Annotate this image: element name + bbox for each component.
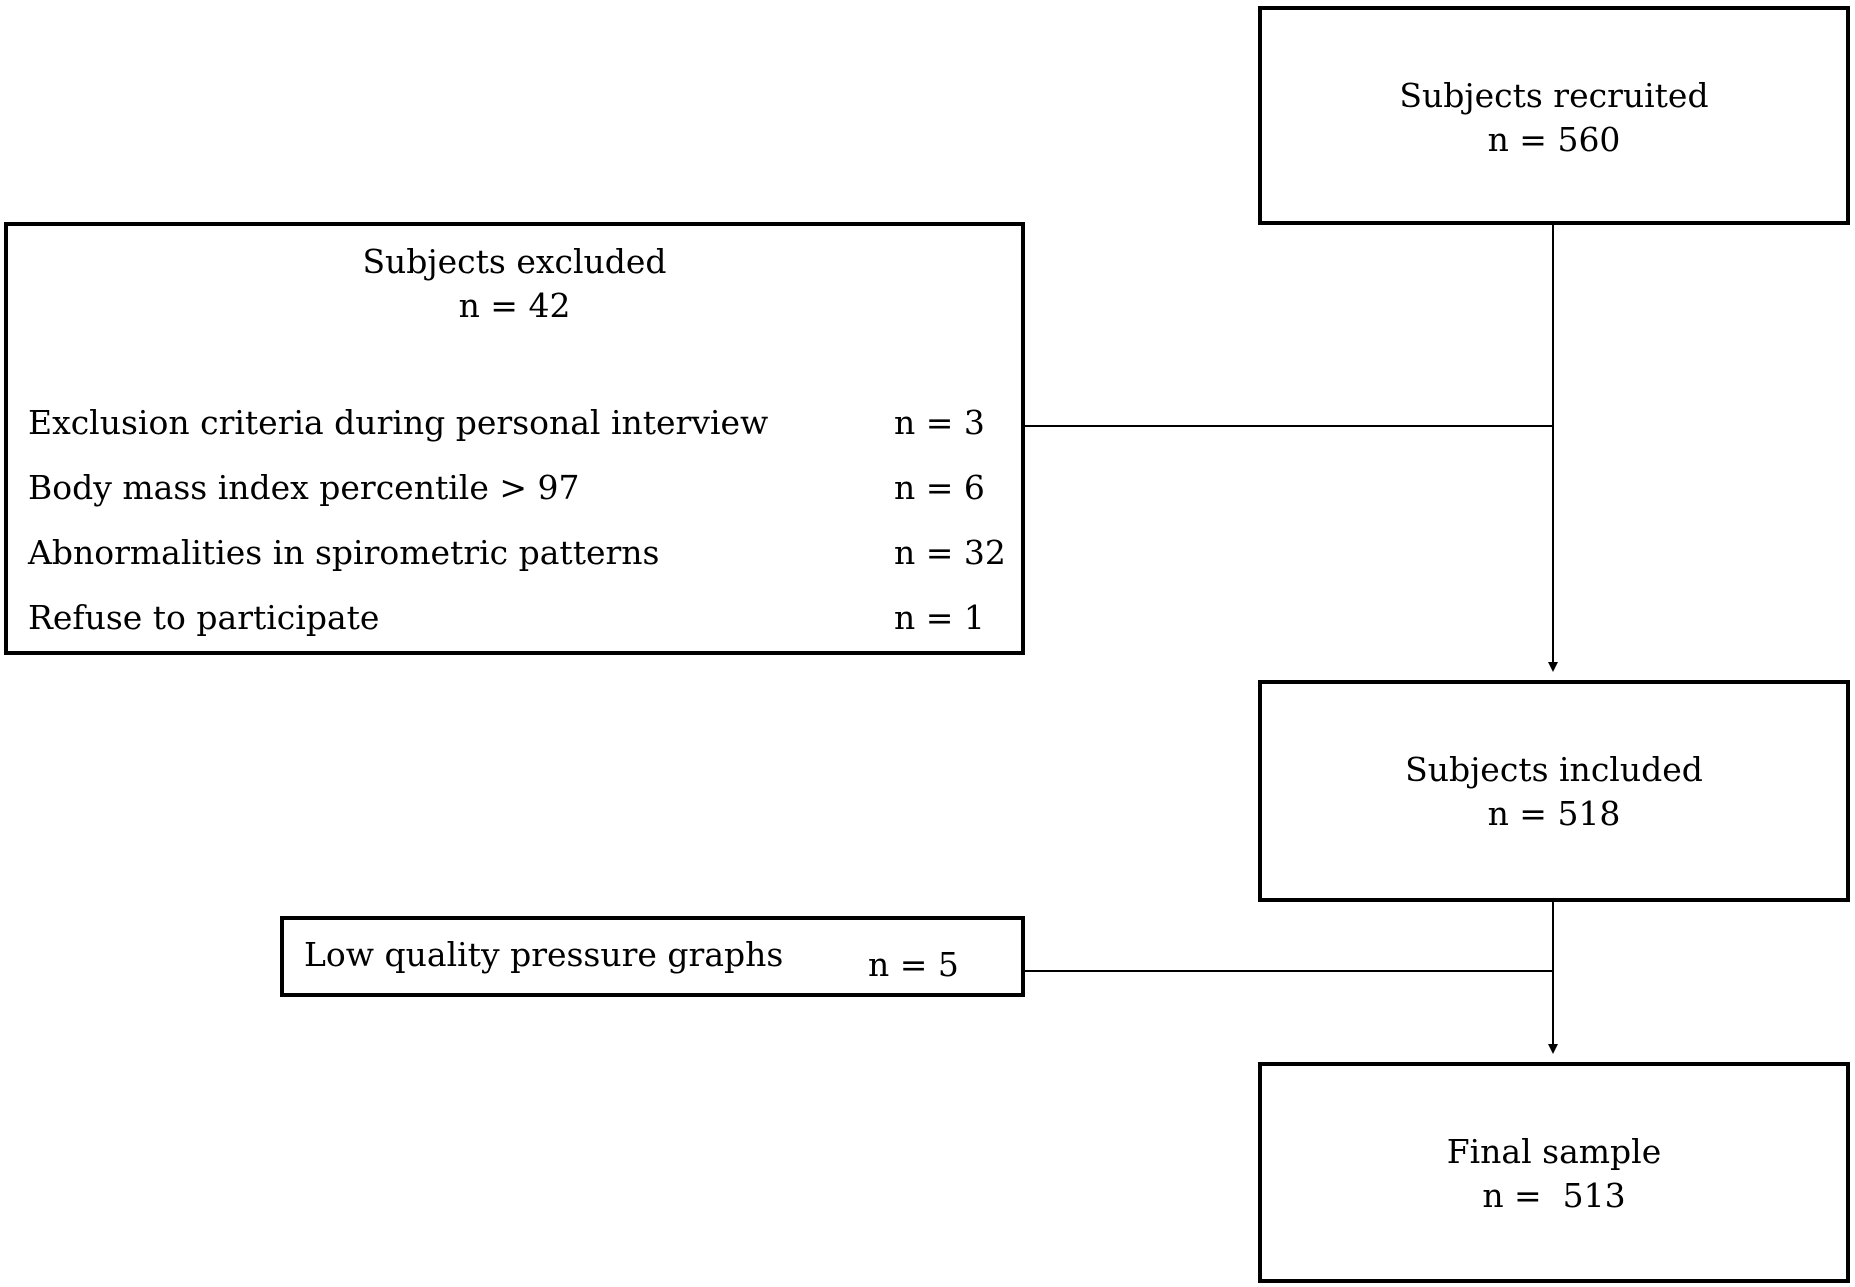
recruited-count: n = 560 [1487, 120, 1621, 159]
final-title: Final sample [1446, 1132, 1662, 1171]
low-quality-box: Low quality pressure graphs n = 5 [280, 916, 1025, 997]
exclusion-reason-label: Refuse to participate [28, 598, 380, 637]
exclusion-reason-count: n = 6 [894, 468, 985, 507]
recruited-title: Subjects recruited [1399, 76, 1709, 115]
final-box: Final sample n = 513 [1258, 1062, 1850, 1283]
recruited-box: Subjects recruited n = 560 [1258, 6, 1850, 225]
exclusion-reason-label: Exclusion criteria during personal inter… [28, 403, 769, 442]
exclusion-reason-count: n = 32 [894, 533, 1006, 572]
included-count: n = 518 [1487, 794, 1621, 833]
exclusion-reason-count: n = 1 [894, 598, 985, 637]
included-box: Subjects included n = 518 [1258, 680, 1850, 902]
excluded-title: Subjects excluded [362, 242, 667, 281]
excluded-box: Subjects excluded n = 42 Exclusion crite… [4, 222, 1025, 655]
low-quality-label: Low quality pressure graphs [304, 935, 784, 974]
included-title: Subjects included [1405, 750, 1703, 789]
excluded-count: n = 42 [458, 286, 571, 325]
low-quality-count: n = 5 [868, 945, 959, 984]
final-count: n = 513 [1482, 1176, 1626, 1215]
exclusion-reason-label: Body mass index percentile > 97 [28, 468, 580, 507]
exclusion-reason-label: Abnormalities in spirometric patterns [28, 533, 660, 572]
exclusion-reason-count: n = 3 [894, 403, 985, 442]
